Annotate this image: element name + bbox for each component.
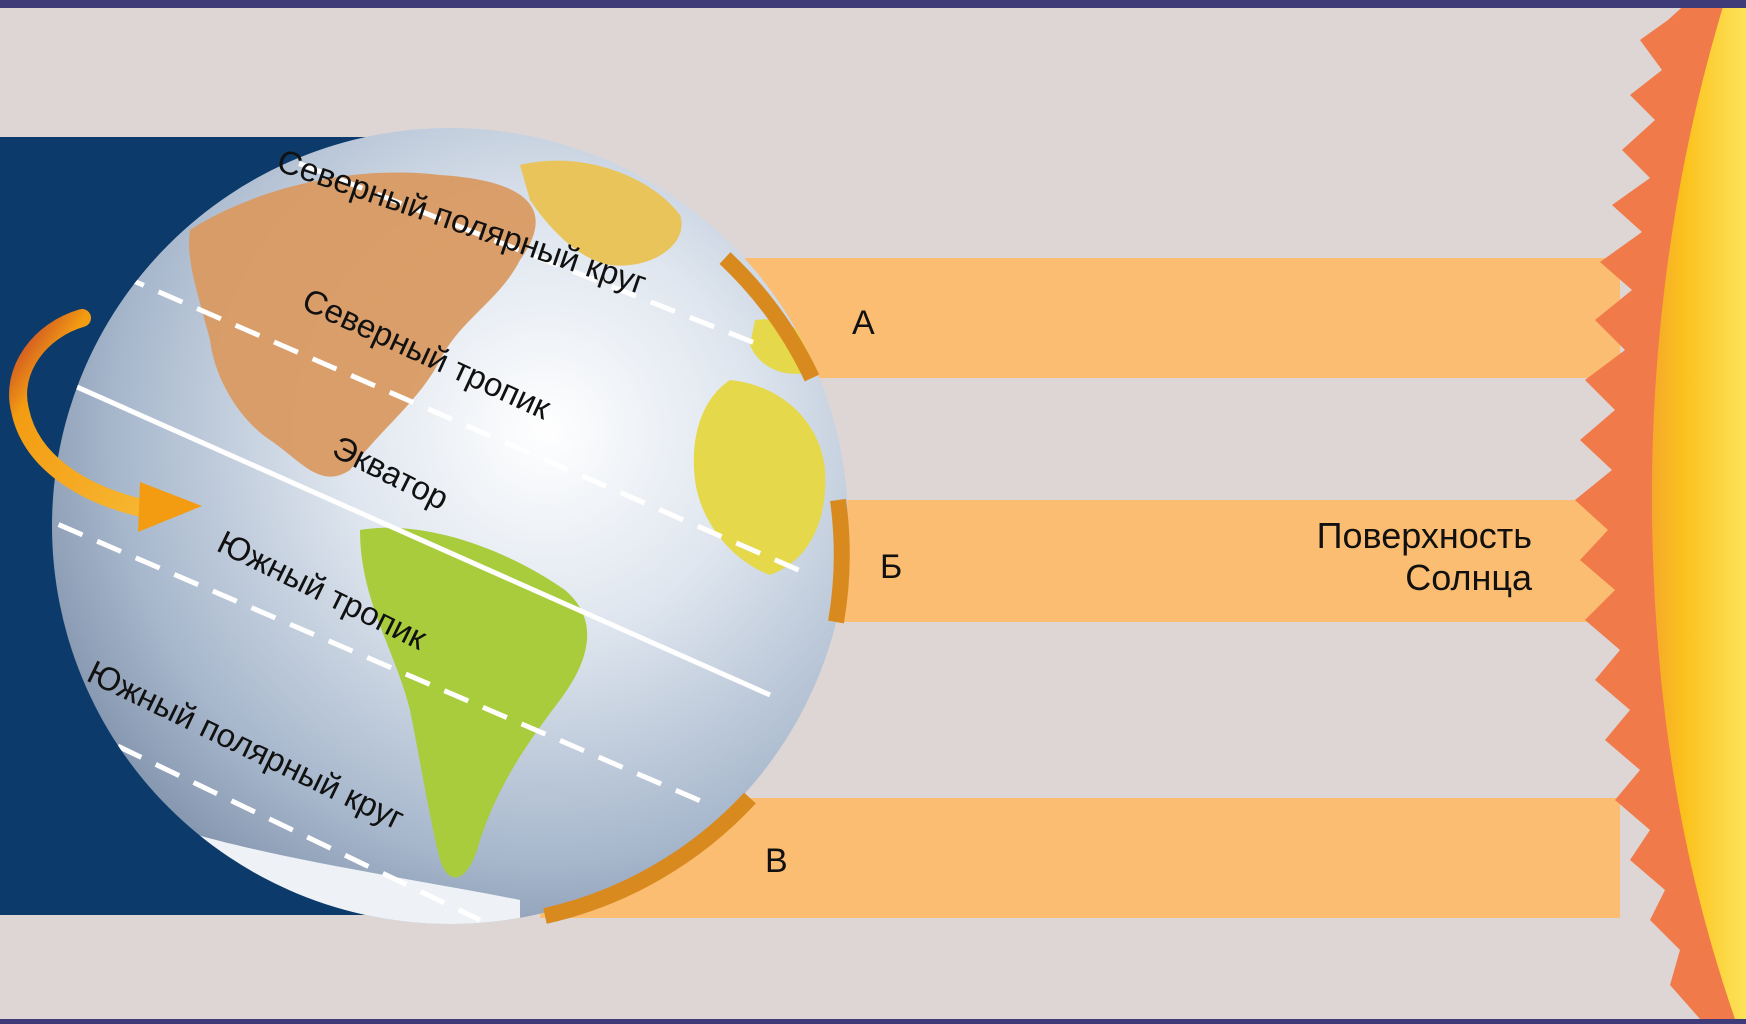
sun-surface-label-line1: Поверхность: [1317, 515, 1532, 556]
ray-label-b: Б: [880, 548, 902, 586]
ray-label-c: В: [765, 842, 788, 880]
top-frame: [0, 0, 1746, 8]
ray-label-a: А: [852, 304, 875, 342]
arc-b: [836, 500, 842, 622]
sun-surface-label-line2: Солнца: [1405, 557, 1533, 598]
